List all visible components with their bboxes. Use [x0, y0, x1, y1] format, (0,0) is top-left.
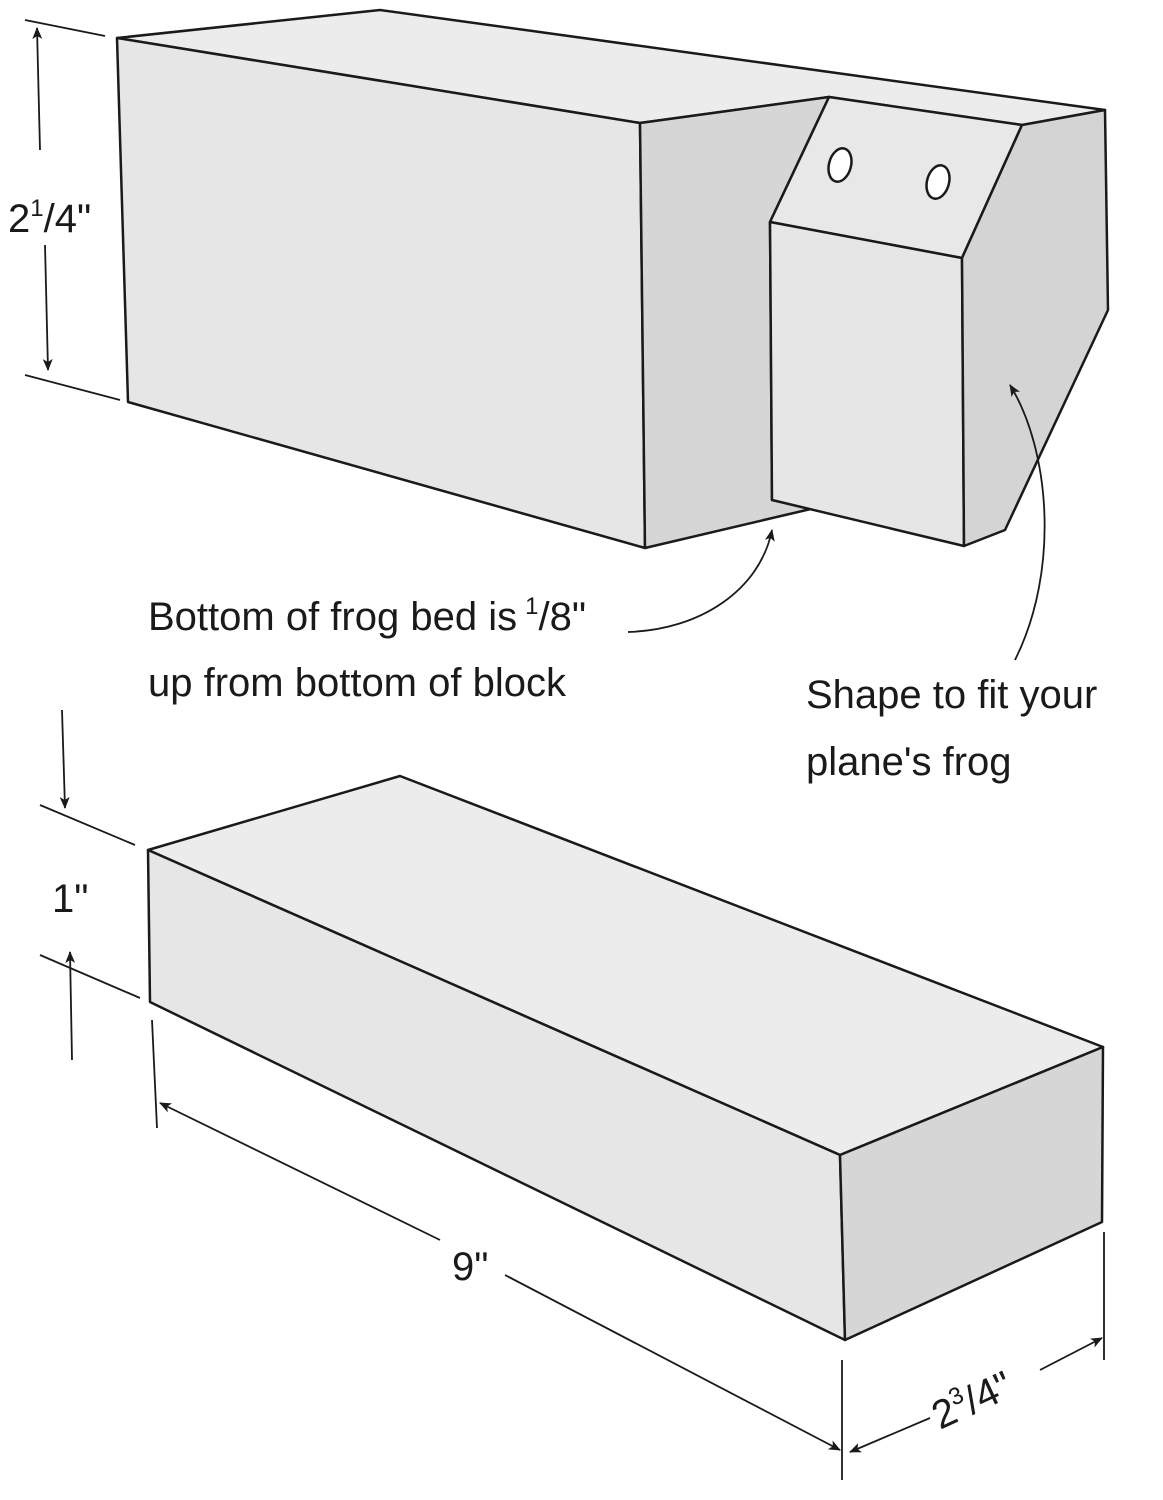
bottom-block [146, 774, 1105, 1342]
height-dimension-bottom [39, 709, 141, 1061]
top-block [115, 8, 1110, 550]
width-dimension [849, 1232, 1105, 1453]
top-block-front-face [115, 36, 647, 550]
frog-bed-leader-arrow [627, 529, 775, 633]
bottom-block-end-face [838, 1045, 1105, 1342]
length-dimension [151, 1019, 843, 1480]
length-label: 9" [452, 1245, 488, 1289]
height-dimension-top [24, 19, 121, 401]
frog-note-line2: plane's frog [806, 740, 1012, 784]
frog-shape-leader-arrow [1009, 384, 1046, 661]
screw-hole [827, 147, 853, 183]
frog-front-face [768, 220, 966, 548]
height-label-top: 21/4" [8, 195, 91, 241]
screw-hole [925, 164, 951, 200]
frog-side-face [960, 108, 1110, 548]
width-label: 23/4" [924, 1361, 1019, 1438]
frog-note-line1: Shape to fit your [806, 673, 1097, 717]
frog-bed-note-line2: up from bottom of block [148, 661, 567, 705]
height-label-bottom: 1" [52, 877, 88, 921]
